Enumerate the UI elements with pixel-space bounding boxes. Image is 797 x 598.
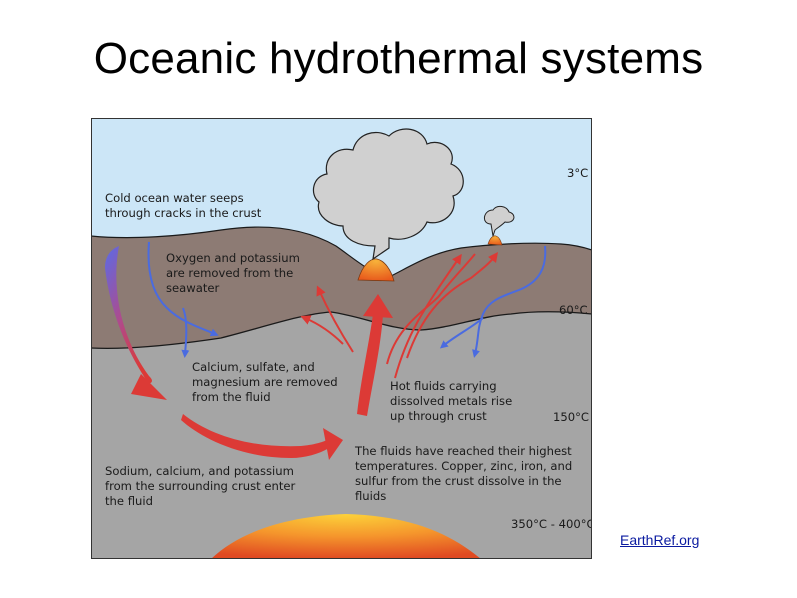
magma-chamber — [211, 514, 481, 559]
hot-arrow-5 — [406, 252, 499, 359]
deep-circulation-arrow — [181, 414, 329, 458]
cold-arrow-2 — [181, 307, 190, 358]
temp-3c: 3°C — [567, 166, 588, 180]
temp-350-400c: 350°C - 400°C — [511, 517, 592, 531]
cold-arrow-3 — [472, 245, 547, 358]
hot-arrow-2 — [300, 315, 344, 345]
cold-to-hot-arrowhead — [131, 374, 167, 400]
deep-circulation-arrowhead — [323, 428, 343, 460]
label-highest-temp: The fluids have reached their highest te… — [354, 444, 576, 503]
label-cold-water: Cold ocean water seeps through cracks in… — [105, 191, 262, 220]
hot-arrow-3 — [394, 253, 462, 379]
source-link[interactable]: EarthRef.org — [620, 532, 700, 548]
small-vent — [487, 235, 503, 246]
hot-arrow-1 — [316, 285, 354, 353]
cold-arrow-4 — [439, 317, 484, 349]
temp-60c: 60°C — [559, 303, 588, 317]
slide-title: Oceanic hydrothermal systems — [93, 34, 704, 83]
rising-fluid-arrowhead — [363, 294, 393, 318]
label-sodium: Sodium, calcium, and potassium from the … — [105, 464, 299, 508]
black-smoker-plume — [312, 128, 464, 261]
label-oxygen: Oxygen and potassium are removed from th… — [166, 251, 304, 295]
small-plume — [484, 205, 515, 237]
hydrothermal-diagram: Cold ocean water seeps through cracks in… — [91, 118, 592, 559]
temp-150c: 150°C — [553, 410, 589, 424]
main-vent — [357, 258, 395, 282]
label-calcium: Calcium, sulfate, and magnesium are remo… — [192, 360, 341, 404]
rising-fluid-arrow — [357, 314, 383, 416]
boundary-line — [91, 311, 592, 350]
diagram-frame — [91, 118, 592, 559]
lower-crust-layer — [91, 311, 592, 559]
cold-arrow-1 — [147, 241, 219, 337]
label-hot-fluids: Hot fluids carrying dissolved metals ris… — [390, 379, 516, 423]
hot-arrow-4 — [386, 253, 476, 365]
cold-to-hot-arrow — [105, 246, 152, 384]
